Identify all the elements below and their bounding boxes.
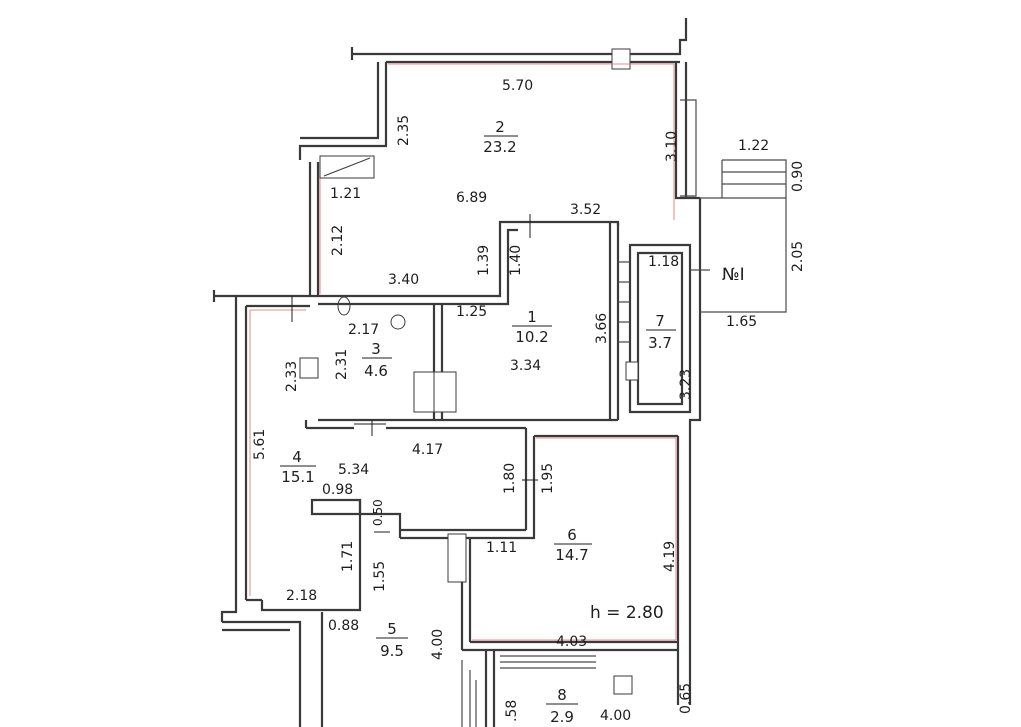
dim-1-55: 1.55 [372,561,388,592]
dim-2-35: 2.35 [396,115,412,146]
svg-text:10.2: 10.2 [515,328,548,346]
dim-4-19: 4.19 [662,541,678,572]
window-top [611,48,631,70]
door-room-3-side [299,357,319,379]
room-label-6: 6 14.7 [554,526,592,564]
room-label-8: 8 2.9 [546,686,578,726]
dim-3-52: 3.52 [570,202,601,218]
inner-contours [249,63,677,641]
dim-3-34: 3.34 [510,358,541,374]
apartment-label: №I [722,265,745,285]
dim-0-65: 0.65 [678,683,694,714]
dim-3-10: 3.10 [664,131,680,162]
room-label-5: 5 9.5 [376,620,408,660]
dim-1-39: 1.39 [476,245,492,276]
dim-4-00-vertical: 4.00 [430,629,446,660]
dim-1-80: 1.80 [502,463,518,494]
dim-2-05: 2.05 [790,241,806,272]
svg-text:9.5: 9.5 [380,642,404,660]
svg-text:2: 2 [495,118,505,136]
door-room-3 [413,371,435,413]
dimension-labels-vertical: 2.35 3.10 0.90 2.05 2.12 1.39 1.40 3.66 … [252,115,806,722]
dim-0-88: 0.88 [328,618,359,634]
dim-2-33: 2.33 [284,361,300,392]
svg-text:6: 6 [567,526,577,544]
room-label-7: 7 3.7 [646,312,676,352]
door-ticks [291,214,538,533]
dim-5-61: 5.61 [252,429,268,460]
svg-text:4: 4 [292,448,302,466]
dim-0-50: 0.50 [371,499,385,526]
interior-walls [299,159,787,727]
door-room-6 [447,533,467,583]
svg-text:23.2: 23.2 [483,138,516,156]
dim-2-12: 2.12 [330,225,346,256]
dim-4-03: 4.03 [556,634,587,650]
dim-1-22: 1.22 [738,138,769,154]
dim-3-40: 3.40 [388,272,419,288]
svg-text:14.7: 14.7 [555,546,588,564]
exterior-walls [212,18,702,727]
svg-text:3: 3 [371,340,381,358]
svg-text:8: 8 [557,686,567,704]
dim-3-66: 3.66 [594,313,610,344]
svg-text:4.6: 4.6 [364,362,388,380]
dim-5-70: 5.70 [502,78,533,94]
svg-text:7: 7 [655,312,665,330]
window-room-8 [613,675,633,695]
dim-2-17: 2.17 [348,322,379,338]
dim-1-18: 1.18 [648,254,679,270]
dim-0-98: 0.98 [322,482,353,498]
svg-text:3.7: 3.7 [648,334,672,352]
svg-text:5: 5 [387,620,397,638]
sink-icon [390,314,406,330]
dim-6-89: 6.89 [456,190,487,206]
svg-text:1: 1 [527,308,537,326]
dim-1-95: 1.95 [540,463,556,494]
room-label-1: 1 10.2 [512,308,552,346]
dim-1-11: 1.11 [486,540,517,556]
dim-58: .58 [504,700,520,722]
door-room-1 [433,371,457,413]
room-label-4: 4 15.1 [280,448,316,486]
svg-text:15.1: 15.1 [281,468,314,486]
dim-1-21: 1.21 [330,186,361,202]
room-label-2: 2 23.2 [483,118,518,156]
dimension-labels: 5.70 1.22 1.21 6.89 3.52 1.18 3.40 1.25 … [286,78,769,724]
dim-1-40: 1.40 [508,245,524,276]
dim-2-31: 2.31 [334,349,350,380]
dim-1-25: 1.25 [456,304,487,320]
dim-1-65: 1.65 [726,314,757,330]
dim-5-34: 5.34 [338,462,369,478]
dim-4-17: 4.17 [412,442,443,458]
dim-3-23: 3.23 [678,369,694,400]
svg-text:2.9: 2.9 [550,708,574,726]
dim-1-71: 1.71 [340,541,356,572]
dim-0-90: 0.90 [790,161,806,192]
room-label-3: 3 4.6 [362,340,392,380]
ventilation-shaft [319,155,375,179]
dim-2-18: 2.18 [286,588,317,604]
balcony-door [625,361,639,381]
dim-4-00-bottom: 4.00 [600,708,631,724]
toilet-icon [337,296,351,316]
ceiling-height-label: h = 2.80 [590,603,664,623]
